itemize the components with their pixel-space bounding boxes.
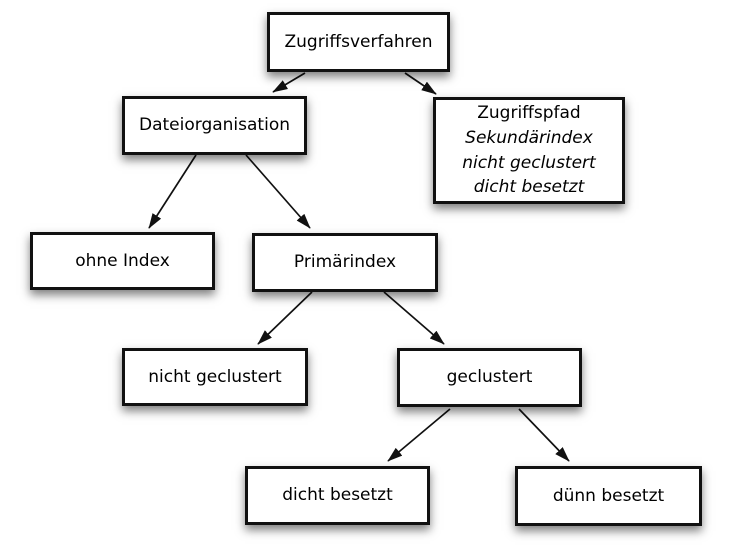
node-title: Zugriffspfad bbox=[477, 103, 581, 124]
edge-zugriffsverfahren-dateiorganisation bbox=[272, 72, 306, 93]
node-ohne-index: ohne Index bbox=[30, 232, 215, 290]
node-nicht-geclustert: nicht geclustert bbox=[122, 348, 308, 406]
node-label: Primärindex bbox=[293, 252, 397, 273]
edge-dateiorganisation-ohne-index bbox=[148, 154, 197, 229]
node-label: dicht besetzt bbox=[282, 485, 393, 506]
node-duenn-besetzt: dünn besetzt bbox=[515, 466, 702, 526]
node-zugriffspfad: Zugriffspfad Sekundärindex nicht geclust… bbox=[433, 97, 625, 204]
node-zugriffsverfahren: Zugriffsverfahren bbox=[267, 12, 450, 72]
node-subline: dicht besetzt bbox=[473, 177, 585, 198]
edge-geclustert-duenn-besetzt bbox=[518, 408, 570, 462]
node-label: ohne Index bbox=[75, 250, 170, 271]
node-subline: Sekundärindex bbox=[465, 127, 593, 148]
node-label: dünn besetzt bbox=[552, 485, 665, 506]
node-label: nicht geclustert bbox=[148, 366, 282, 387]
edge-primaerindex-nicht-geclustert bbox=[257, 291, 313, 345]
edge-zugriffsverfahren-zugriffspfad bbox=[404, 72, 437, 95]
node-label: Zugriffsverfahren bbox=[284, 31, 433, 52]
node-primaerindex: Primärindex bbox=[252, 233, 438, 292]
node-label: Dateiorganisation bbox=[139, 115, 290, 136]
edge-geclustert-dicht-besetzt bbox=[387, 408, 451, 462]
node-dateiorganisation: Dateiorganisation bbox=[122, 96, 307, 155]
node-dicht-besetzt: dicht besetzt bbox=[245, 466, 430, 525]
node-label: geclustert bbox=[446, 367, 533, 388]
edge-primaerindex-geclustert bbox=[383, 291, 445, 345]
edge-dateiorganisation-primaerindex bbox=[245, 154, 311, 229]
node-geclustert: geclustert bbox=[397, 348, 582, 407]
node-subline: nicht geclustert bbox=[462, 152, 596, 173]
